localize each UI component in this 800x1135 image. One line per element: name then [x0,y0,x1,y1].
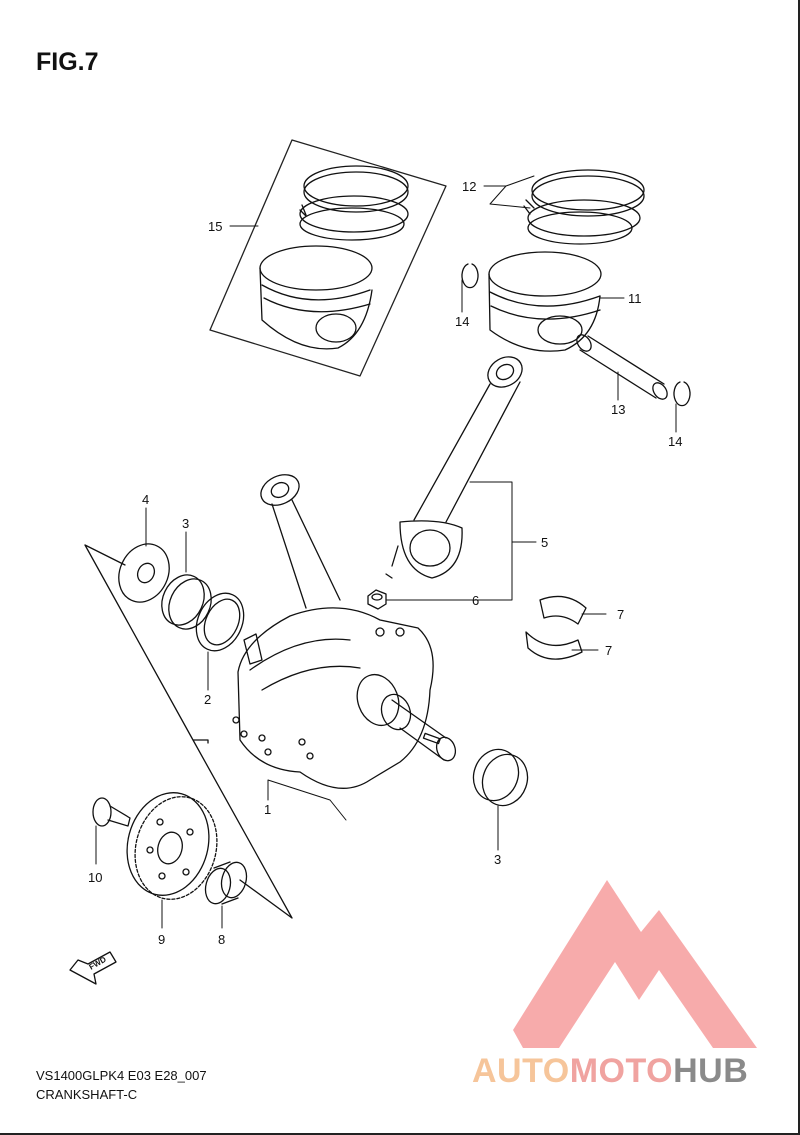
section-name: CRANKSHAFT-C [36,1087,138,1102]
callout-8: 8 [218,932,225,947]
watermark-part-moto: MOTO [569,1052,674,1090]
piston-pin-13 [576,334,668,400]
frame-border-bottom [0,1133,800,1135]
callout-3-left: 3 [182,516,189,531]
crankshaft-group-outline [84,544,293,919]
bearing-3-left [161,574,212,630]
starter-gear-9 [126,792,218,900]
leader-1 [267,779,347,821]
callout-1: 1 [264,802,271,817]
callout-15: 15 [208,219,222,234]
callout-14-left: 14 [455,314,469,329]
piston-set-outline [209,139,447,377]
crankshaft-1 [232,474,457,789]
thrust-washer-4 [118,543,170,603]
watermark-part-hub: HUB [673,1052,749,1090]
bearing-3-right [472,748,529,807]
figure-title: FIG.7 [36,48,99,76]
watermark-logo-icon [513,880,757,1048]
circlip-14-right [673,381,691,407]
callout-5: 5 [541,535,548,550]
fwd-arrow-icon [69,951,117,985]
circlip-14-left [461,263,479,289]
piston-11 [488,251,602,352]
callout-12: 12 [462,179,476,194]
bearing-7-upper [539,595,587,625]
callout-13: 13 [611,402,625,417]
bolt-10 [92,797,131,827]
leader-12 [483,175,535,209]
shim-ring-2 [195,592,245,652]
footer: VS1400GLPK4 E03 E28_007 CRANKSHAFT-C [36,1066,207,1104]
callout-14-right: 14 [668,434,682,449]
piston-rings-12 [523,169,645,245]
callout-9: 9 [158,932,165,947]
piston-15 [259,245,373,350]
callout-3-right: 3 [494,852,501,867]
callout-10: 10 [88,870,102,885]
watermark-text: AUTOMOTOHUB [472,1052,748,1091]
callout-7-lower: 7 [605,643,612,658]
piston-ring-set-15 [299,165,409,241]
needle-bearing-8 [204,861,248,905]
connecting-rod-5 [385,356,523,579]
callout-2: 2 [204,692,211,707]
watermark-part-auto: AUTO [472,1052,570,1090]
nut-6 [367,589,387,610]
model-code: VS1400GLPK4 E03 E28_007 [36,1068,207,1083]
frame-border-right [798,0,800,1135]
bearing-7-lower [525,631,583,660]
callout-4: 4 [142,492,149,507]
callout-6: 6 [472,593,479,608]
callout-7-upper: 7 [617,607,624,622]
callout-11: 11 [628,291,642,306]
